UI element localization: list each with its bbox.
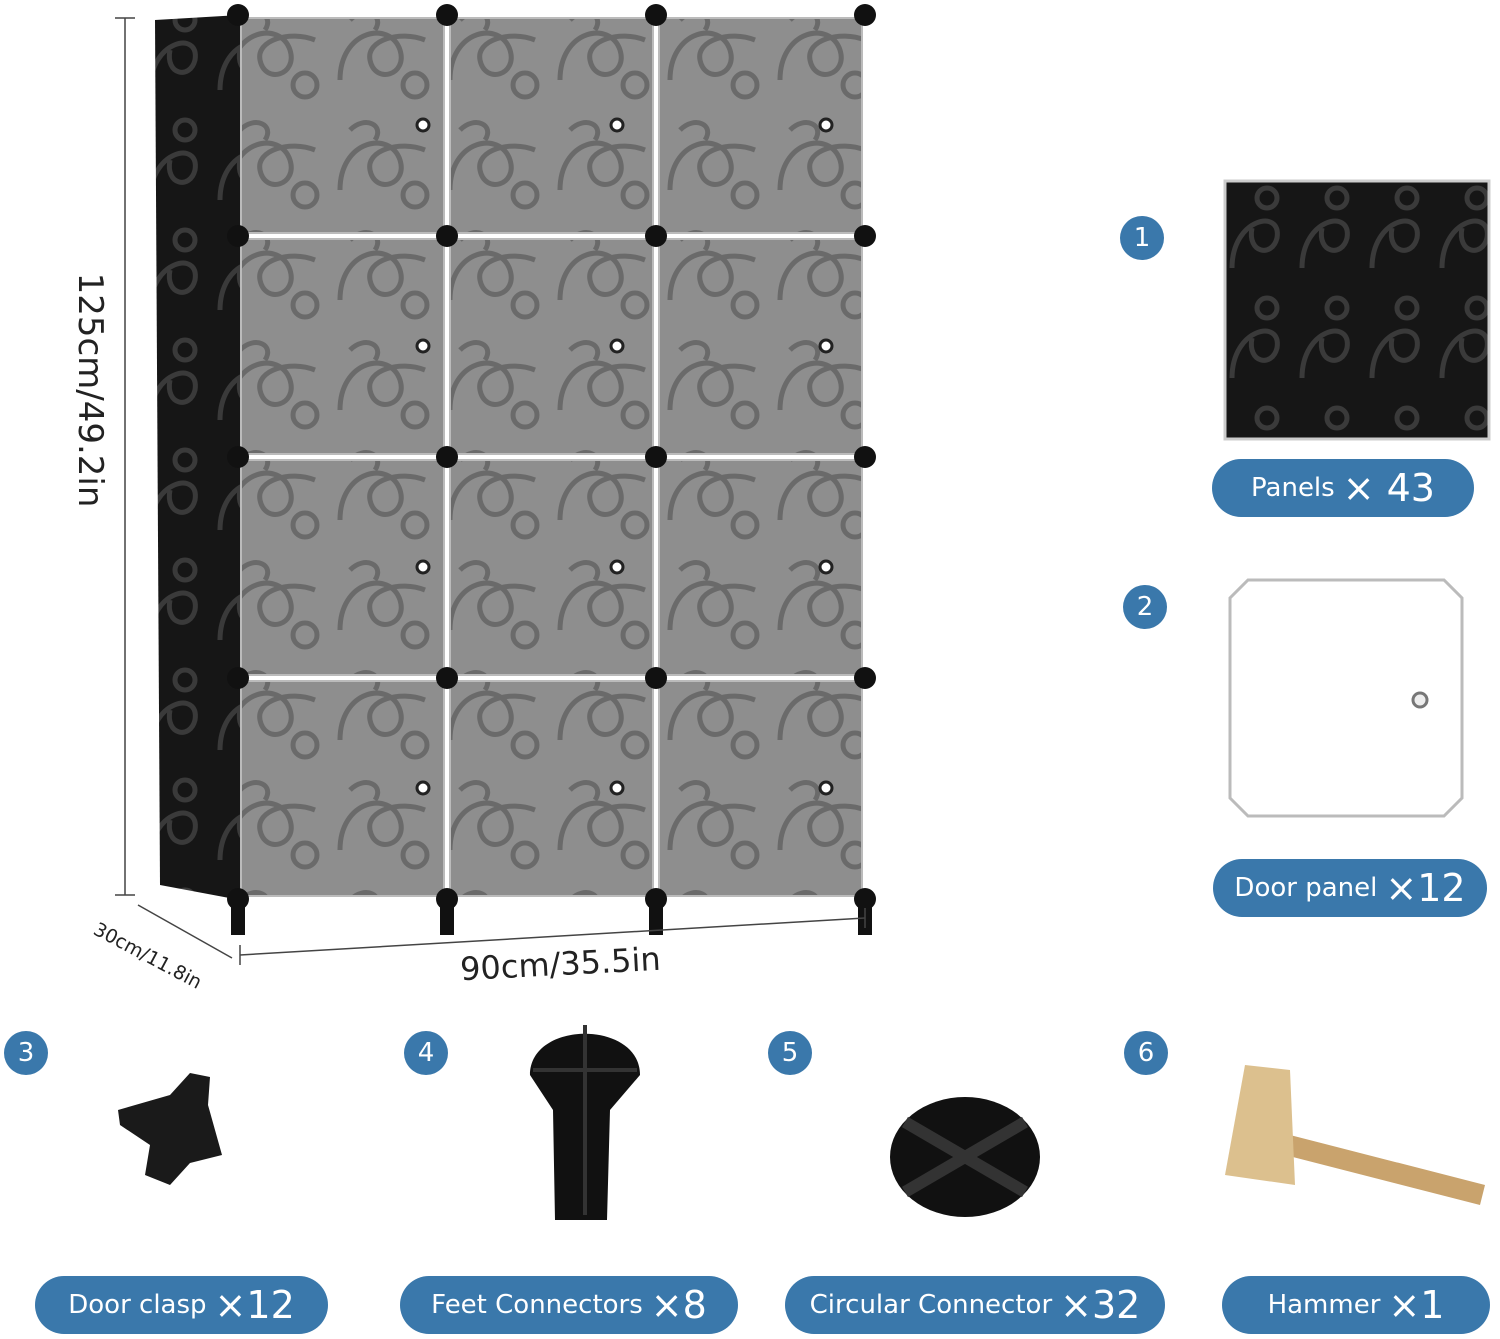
connector bbox=[436, 225, 458, 247]
door-knob bbox=[415, 559, 431, 575]
cabinet-side-panel bbox=[155, 15, 240, 900]
door-knob bbox=[609, 559, 625, 575]
door-knob bbox=[415, 117, 431, 133]
part-label: Panels bbox=[1251, 473, 1335, 503]
cabinet-door bbox=[240, 680, 445, 897]
door-knob bbox=[415, 780, 431, 796]
circular-connector-image bbox=[890, 1097, 1040, 1217]
part-number-6: 6 bbox=[1124, 1031, 1168, 1075]
cabinet-illustration bbox=[115, 4, 876, 965]
part-badge-circular-connector: Circular Connector ×32 bbox=[785, 1276, 1165, 1334]
cabinet-door bbox=[240, 238, 445, 455]
part-label: Circular Connector bbox=[809, 1290, 1053, 1320]
panel-image bbox=[1223, 179, 1491, 441]
connector bbox=[645, 4, 667, 26]
part-label: Door clasp bbox=[68, 1290, 207, 1320]
door-knob bbox=[609, 117, 625, 133]
part-quantity: ×32 bbox=[1060, 1283, 1141, 1327]
door-panel-image bbox=[1228, 578, 1464, 818]
part-number-3: 3 bbox=[4, 1031, 48, 1075]
cabinet-doors bbox=[227, 4, 876, 935]
door-clasp-image bbox=[118, 1073, 222, 1185]
part-badge-feet-connectors: Feet Connectors ×8 bbox=[400, 1276, 738, 1334]
part-quantity: ×12 bbox=[1385, 866, 1466, 910]
part-badge-door-panel: Door panel ×12 bbox=[1213, 859, 1487, 917]
connector bbox=[436, 4, 458, 26]
connector bbox=[854, 225, 876, 247]
connector bbox=[645, 667, 667, 689]
door-knob bbox=[415, 338, 431, 354]
height-dimension-label: 125cm/49.2in bbox=[70, 272, 110, 508]
cabinet-foot bbox=[231, 899, 245, 935]
cabinet-door bbox=[240, 459, 445, 676]
connector bbox=[436, 667, 458, 689]
connector bbox=[436, 446, 458, 468]
part-label: Hammer bbox=[1267, 1290, 1381, 1320]
part-quantity: × 43 bbox=[1342, 466, 1435, 510]
part-badge-door-clasp: Door clasp ×12 bbox=[35, 1276, 328, 1334]
part-number-2: 2 bbox=[1123, 585, 1167, 629]
connector bbox=[227, 225, 249, 247]
part-quantity: ×12 bbox=[214, 1283, 295, 1327]
door-knob bbox=[609, 338, 625, 354]
cabinet-foot bbox=[649, 899, 663, 935]
door-knob bbox=[818, 559, 834, 575]
part-badge-panels: Panels × 43 bbox=[1212, 459, 1474, 517]
door-knob bbox=[818, 338, 834, 354]
part-label: Feet Connectors bbox=[431, 1290, 643, 1320]
hammer-image bbox=[1225, 1065, 1485, 1205]
connector bbox=[227, 4, 249, 26]
connector bbox=[854, 4, 876, 26]
cabinet-door bbox=[240, 17, 445, 234]
connector bbox=[854, 667, 876, 689]
connector bbox=[645, 225, 667, 247]
part-number-1: 1 bbox=[1120, 216, 1164, 260]
connector bbox=[227, 446, 249, 468]
connector bbox=[854, 446, 876, 468]
connector bbox=[227, 667, 249, 689]
cabinet-foot bbox=[440, 899, 454, 935]
part-badge-hammer: Hammer ×1 bbox=[1222, 1276, 1490, 1334]
dimension-lines bbox=[115, 17, 866, 965]
door-knob bbox=[818, 117, 834, 133]
door-knob bbox=[818, 780, 834, 796]
part-number-5: 5 bbox=[768, 1031, 812, 1075]
door-knob bbox=[609, 780, 625, 796]
part-quantity: ×1 bbox=[1388, 1283, 1445, 1327]
part-quantity: ×8 bbox=[650, 1283, 707, 1327]
feet-connector-image bbox=[530, 1025, 640, 1220]
part-label: Door panel bbox=[1234, 873, 1378, 903]
connector bbox=[645, 446, 667, 468]
part-number-4: 4 bbox=[404, 1031, 448, 1075]
